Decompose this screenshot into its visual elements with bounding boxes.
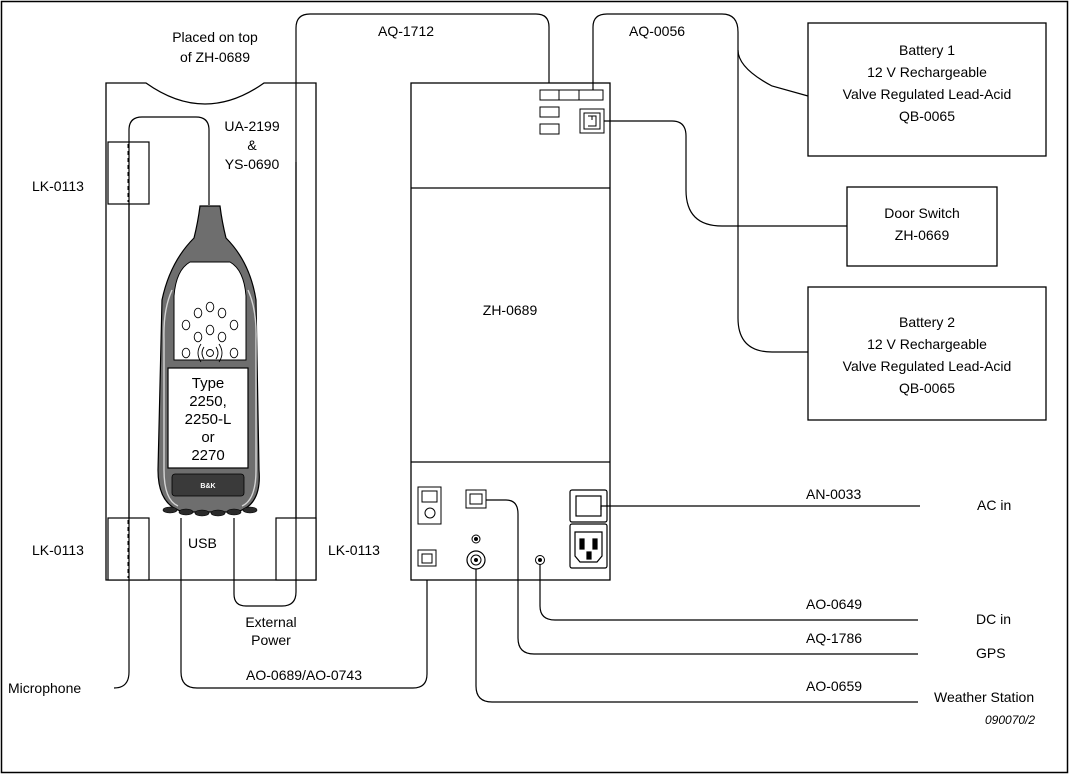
ac-in-label: AC in <box>977 497 1011 513</box>
battery-2-voltage: 12 V Rechargeable <box>867 336 987 352</box>
battery-2-type: Valve Regulated Lead-Acid <box>843 358 1012 374</box>
gps-cable <box>486 499 918 655</box>
battery-1-voltage: 12 V Rechargeable <box>867 64 987 80</box>
gps-label: GPS <box>976 645 1006 661</box>
weather-station-label: Weather Station <box>934 689 1034 705</box>
battery-2-box: Battery 2 12 V Rechargeable Valve Regula… <box>807 286 1047 421</box>
battery-1-title: Battery 1 <box>899 42 955 58</box>
battery-1-code: QB-0065 <box>899 108 955 124</box>
meter-type-line-5: 2270 <box>191 447 224 464</box>
meter-type-line-1: Type <box>192 375 225 392</box>
usb-label: USB <box>188 535 217 551</box>
battery-1-type: Valve Regulated Lead-Acid <box>843 86 1012 102</box>
holder-plate <box>105 82 317 581</box>
battery-1-box: Battery 1 12 V Rechargeable Valve Regula… <box>807 22 1047 157</box>
ampersand-label: & <box>247 137 257 153</box>
meter-keypad-panel <box>173 261 247 361</box>
weather-station-cable <box>475 569 918 703</box>
battery-1-cable-branch <box>737 49 809 97</box>
door-switch-cable <box>604 120 847 227</box>
battery-2-title: Battery 2 <box>899 314 955 330</box>
usb-cable <box>180 518 428 689</box>
battery-cable-aq-0056 <box>592 13 808 353</box>
microphone-label: Microphone <box>8 680 81 696</box>
ua-2199-label: UA-2199 <box>224 118 279 134</box>
aq-1712-label: AQ-1712 <box>378 23 434 39</box>
external-power-label-2: Power <box>251 632 291 648</box>
meter-logo: B&K <box>200 483 215 490</box>
ao-0649-label: AO-0649 <box>806 596 862 612</box>
figure-number: 090070/2 <box>985 713 1035 727</box>
dc-in-cable <box>539 564 918 621</box>
dc-in-label: DC in <box>976 611 1011 627</box>
lk-0113-top-left-label: LK-0113 <box>32 178 84 194</box>
battery-2-code: QB-0065 <box>899 380 955 396</box>
ao-0659-label: AO-0659 <box>806 678 862 694</box>
meter-type-line-3: 2250-L <box>185 411 232 428</box>
an-0033-label: AN-0033 <box>806 486 861 502</box>
placed-on-top-label-2: of ZH-0689 <box>180 49 250 65</box>
aq-0056-label: AQ-0056 <box>629 23 685 39</box>
power-switch <box>417 486 442 525</box>
external-power-cable <box>233 13 550 607</box>
meter-grip-left <box>163 289 179 507</box>
meter-logo-bar <box>171 473 245 497</box>
ac-in-cable <box>600 505 920 510</box>
microphone-cable <box>113 116 210 689</box>
case-zh-0689 <box>410 82 611 581</box>
usb-port <box>417 549 437 567</box>
lk-0113-bottom-right-label: LK-0113 <box>328 542 380 558</box>
meter-screen <box>167 367 249 469</box>
gps-port <box>465 489 487 509</box>
door-switch-code: ZH-0669 <box>895 227 950 243</box>
meter-keypad <box>181 301 239 363</box>
placed-on-top-label-1: Placed on top <box>172 29 258 45</box>
case-top-connectors <box>539 89 605 135</box>
meter-type-line-2: 2250, <box>189 393 227 410</box>
ys-0690-label: YS-0690 <box>225 156 280 172</box>
door-switch-box: Door Switch ZH-0669 <box>846 186 998 267</box>
ac-inlet <box>569 489 608 569</box>
meter-grip-right <box>241 289 257 507</box>
meter-type-line-4: or <box>201 429 214 446</box>
meter-bottom-ports <box>162 506 258 517</box>
door-switch-title: Door Switch <box>884 205 959 221</box>
external-power-label-1: External <box>245 614 296 630</box>
lk-0113-bottom-left-label: LK-0113 <box>32 542 84 558</box>
sound-level-meter: B&K Type 2250, 2250-L or 2270 <box>157 205 260 517</box>
zh-0689-label: ZH-0689 <box>483 302 538 318</box>
aq-1786-label: AQ-1786 <box>806 630 862 646</box>
ao-0689-label: AO-0689/AO-0743 <box>246 667 362 683</box>
